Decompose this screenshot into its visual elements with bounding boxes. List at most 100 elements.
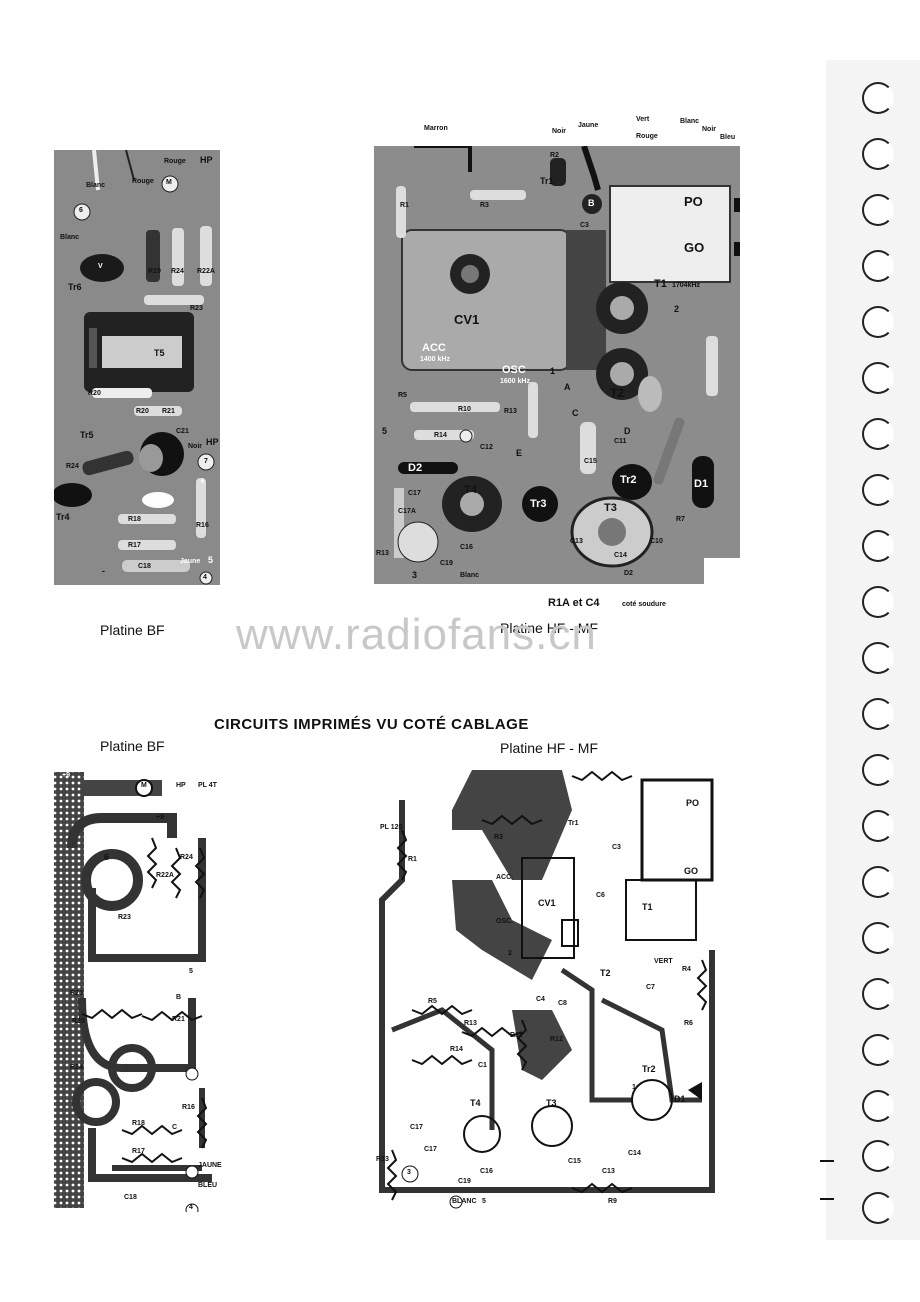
pcb-hf-traces: [379, 770, 715, 1209]
photo-hf-label: T3: [604, 502, 617, 514]
photo-hf-label: C12: [480, 444, 493, 451]
pcb-hf-label: C13: [602, 1168, 615, 1175]
photo-bf-label: -: [102, 566, 105, 576]
pcb-bf-label: PL 4T: [198, 782, 217, 789]
pcb-hf-caption: Platine HF - MF: [500, 740, 599, 756]
pcb-hf-label: C15: [568, 1158, 581, 1165]
photo-hf-label: PO: [684, 194, 703, 209]
pcb-hf-label: 3: [407, 1169, 411, 1176]
pcb-hf-label: R13: [376, 1156, 389, 1163]
binder-ring-icon: [862, 586, 894, 618]
pcb-hf-layout: PL 120 R1 R3 Tr1 C3 PO GO ACC. CV1 OSC. …: [372, 770, 720, 1210]
pcb-bf-label: +9: [156, 814, 164, 821]
binder-ring-icon: [862, 866, 894, 898]
photo-bf-label: Rouge: [164, 158, 186, 165]
pcb-bf-label: R22A: [156, 872, 174, 879]
photo-bf-label: M: [166, 179, 172, 186]
pcb-hf-label: R4: [682, 966, 691, 973]
pcb-hf-label: C14: [628, 1150, 641, 1157]
pcb-bf-label: R20: [70, 990, 83, 997]
pcb-bf-label: M: [141, 782, 147, 789]
photo-hf-label: T1: [654, 278, 667, 290]
pcb-hf-label: C19: [458, 1178, 471, 1185]
pcb-hf-label: R5: [428, 998, 437, 1005]
photo-hf-label: 1600 kHz: [500, 378, 530, 385]
photo-hf-label: C16: [460, 544, 473, 551]
photo-hf-label: C: [572, 408, 579, 418]
photo-bf-label: R24: [66, 463, 79, 470]
photo-hf-label: R1: [400, 202, 409, 209]
photo-bf-label: 6: [79, 207, 83, 214]
photo-bf-label: Blanc: [60, 234, 80, 241]
photo-bf-label: R23: [190, 305, 203, 312]
binder-ring-icon: [862, 922, 894, 954]
photo-hf-label: E: [516, 448, 523, 458]
photo-hf-label: D1: [694, 478, 709, 490]
photo-hf-caption: Platine HF - MF: [500, 620, 599, 636]
pcb-bf-label: R18: [132, 1120, 145, 1127]
photo-bf-label: 7: [204, 458, 208, 465]
photo-hf-label: R2: [550, 152, 559, 159]
photo-hf-label: R3: [480, 202, 489, 209]
binder-ring-icon: [862, 1140, 894, 1172]
binder-ring-icon: [862, 1090, 894, 1122]
pcb-hf-label: R1: [408, 856, 417, 863]
pcb-hf-label: GO: [684, 866, 699, 876]
photo-bf-label: C18: [138, 563, 151, 570]
pcb-hf-label: C17: [410, 1124, 423, 1131]
photo-bf-graphic: [54, 150, 220, 585]
photo-bf-label: C21: [176, 428, 189, 435]
binder-ring-icon: [862, 138, 894, 170]
pcb-bf-label: 4: [189, 1204, 193, 1211]
pcb-hf-label: T4: [470, 1098, 481, 1108]
pcb-hf-label: ACC.: [496, 874, 514, 881]
wire-label: Marron: [424, 125, 448, 132]
photo-bf-caption: Platine BF: [100, 622, 165, 638]
binder-ring-icon: [862, 1192, 894, 1224]
photo-hf-label: 3: [412, 570, 418, 580]
photo-hf-label: 1704kHz: [672, 282, 701, 289]
wire-label: Vert: [636, 116, 650, 123]
photo-hf-board: R2 Tr1 R1 R3 B C3 PO GO CV1 T1 1704kHz 2…: [374, 146, 740, 584]
binder-ring-icon: [862, 810, 894, 842]
pcb-bf-label: C18: [124, 1194, 137, 1201]
pcb-hf-label: R12: [550, 1036, 563, 1043]
photo-hf-label: 1400 kHz: [420, 356, 450, 363]
wire-label: Jaune: [578, 122, 599, 129]
photo-hf-label: C11: [614, 438, 627, 445]
photo-bf-board: Rouge HP Blanc Rouge M 6 Blanc V R19 R24…: [54, 150, 220, 585]
section-heading: CIRCUITS IMPRIMÉS VU COTÉ CABLAGE: [214, 716, 529, 733]
photo-bf-label: R16: [196, 522, 209, 529]
binder-ring-icon: [862, 1034, 894, 1066]
pcb-hf-label: Tr1: [568, 820, 579, 827]
watermark: www.radiofans.cn: [236, 610, 597, 659]
pcb-hf-label: R11: [510, 1032, 523, 1039]
photo-hf-label: C17: [408, 490, 421, 497]
photo-bf-label: R21: [162, 408, 175, 415]
pcb-hf-label: C8: [558, 1000, 567, 1007]
pcb-hf-label: R14: [450, 1046, 463, 1053]
pcb-hf-label: R3: [494, 834, 503, 841]
pcb-hf-label: 5: [482, 1198, 486, 1205]
binder-ring-icon: [862, 306, 894, 338]
photo-bf-label: Jaune: [180, 558, 201, 565]
pcb-hf-label: C1: [478, 1062, 487, 1069]
photo-hf-label: A: [564, 382, 571, 392]
binder-ring-icon: [862, 978, 894, 1010]
photo-bf-label: 5: [208, 555, 214, 565]
binder-ring-icon: [862, 754, 894, 786]
photo-hf-label: 1: [550, 366, 556, 376]
photo-hf-label: D2: [624, 570, 633, 577]
photo-hf-label: Tr2: [620, 474, 637, 486]
photo-hf-label: 5: [382, 426, 388, 436]
photo-hf-label: T2: [610, 386, 625, 400]
photo-hf-graphic: [374, 146, 740, 584]
pcb-hf-label: C16: [480, 1168, 493, 1175]
photo-hf-label: GO: [684, 240, 705, 255]
photo-bf-label: Tr6: [68, 282, 82, 292]
photo-bf-label: Tr4: [56, 512, 70, 522]
pcb-hf-label: C3: [612, 844, 621, 851]
photo-hf-label: C14: [614, 552, 627, 559]
binder-ring-icon: [862, 642, 894, 674]
photo-bf-label: R18: [128, 516, 141, 523]
